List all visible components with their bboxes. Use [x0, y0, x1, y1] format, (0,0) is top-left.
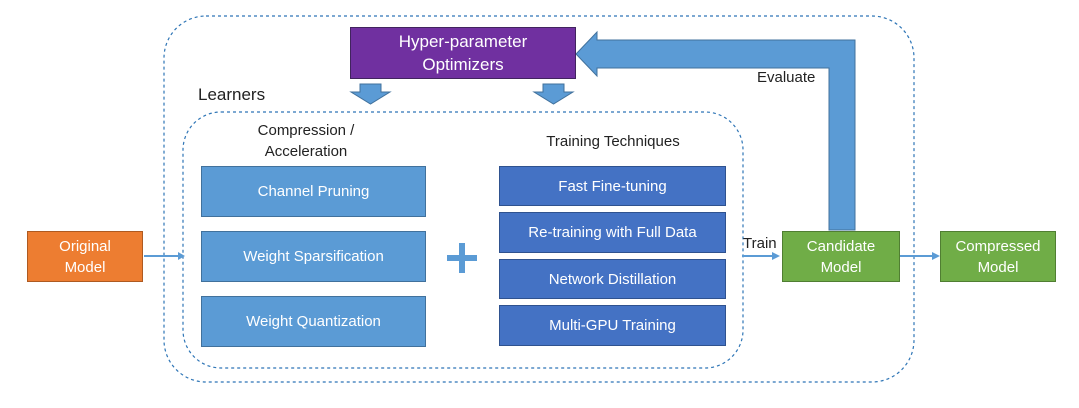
outer-dashed-boundary: [163, 15, 915, 383]
method-box-channel-pruning: Channel Pruning: [201, 166, 426, 217]
plus-sign-vertical: [459, 243, 465, 273]
technique-box-network-distillation: Network Distillation: [499, 259, 726, 299]
method-box-weight-quantization: Weight Quantization: [201, 296, 426, 347]
arrow-original-head: [178, 252, 185, 260]
compressed-model-label: Compressed Model: [955, 237, 1041, 276]
learners-dashed-boundary: [182, 111, 744, 369]
technique-label: Network Distillation: [548, 270, 677, 288]
hyper-parameter-optimizers-label: Hyper-parameter Optimizers: [398, 32, 528, 74]
technique-box-multi-gpu-training: Multi-GPU Training: [499, 305, 726, 346]
down-arrow-right: [532, 83, 575, 105]
technique-label: Re-training with Full Data: [528, 224, 697, 241]
original-model-label: Original Model: [59, 237, 111, 276]
hyper-parameter-optimizers-box: Hyper-parameter Optimizers: [350, 27, 576, 79]
candidate-model-label: Candidate Model: [806, 237, 876, 276]
training-techniques-header: Training Techniques: [546, 133, 680, 150]
compressed-model-box: Compressed Model: [940, 231, 1056, 282]
technique-box-fast-fine-tuning: Fast Fine-tuning: [499, 166, 726, 206]
train-label: Train: [743, 235, 777, 252]
technique-label: Fast Fine-tuning: [558, 177, 667, 195]
method-label: Weight Sparsification: [243, 248, 384, 265]
evaluate-feedback-arrow: [575, 30, 856, 231]
arrow-compressed-head: [932, 252, 940, 260]
technique-label: Multi-GPU Training: [549, 317, 676, 334]
candidate-model-box: Candidate Model: [782, 231, 900, 282]
down-arrow-left: [349, 83, 392, 105]
learners-label: Learners: [198, 85, 266, 104]
method-box-weight-sparsification: Weight Sparsification: [201, 231, 426, 282]
method-label: Channel Pruning: [257, 183, 370, 200]
evaluate-label: Evaluate: [757, 69, 816, 86]
method-label: Weight Quantization: [246, 313, 381, 330]
original-model-box: Original Model: [27, 231, 143, 282]
arrow-train-head: [772, 252, 780, 260]
technique-box-retraining-full-data: Re-training with Full Data: [499, 212, 726, 253]
